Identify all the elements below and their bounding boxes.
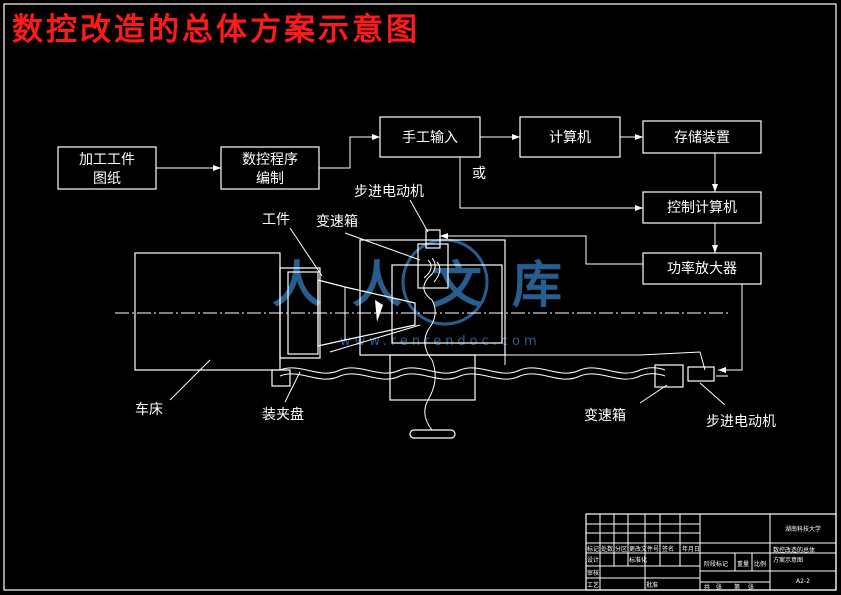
- lathe-drawing: [115, 199, 730, 439]
- or-label: 或: [472, 166, 486, 182]
- label-gearbox-bottom: 变速箱: [584, 408, 626, 424]
- stepper-top-shape: [425, 229, 441, 249]
- block-programming-line2: 编制: [256, 171, 284, 187]
- handwheel: [409, 429, 456, 439]
- leadscrew-break-line: [423, 257, 436, 431]
- tb-cell: 标记: [587, 545, 599, 553]
- block-drawing: 加工工件 图纸: [57, 146, 157, 190]
- tb-cell: 工艺: [587, 581, 599, 589]
- gearbox-bottom-shape: [654, 364, 684, 388]
- lathe-headstock: [134, 252, 281, 371]
- tb-cell: 审核: [587, 569, 599, 577]
- title-block: 湖南科技大学 数控改造的总体 方案示意图 A2-2 标记 处数 分区 更改文件号…: [585, 513, 837, 591]
- cutting-tool-icon: [375, 300, 383, 322]
- tb-cell: 更改文件号: [629, 545, 659, 553]
- drawing-frame: [3, 3, 837, 591]
- block-storage-label: 存储装置: [674, 130, 730, 146]
- page-title: 数控改造的总体方案示意图: [12, 12, 420, 48]
- block-drawing-line2: 图纸: [93, 171, 121, 187]
- tb-cell: 年月日: [682, 545, 700, 553]
- block-computer-label: 计算机: [549, 130, 591, 146]
- block-storage: 存储装置: [642, 120, 762, 154]
- block-programming: 数控程序 编制: [220, 146, 320, 190]
- tb-cell: 重量: [737, 560, 749, 568]
- tb-cell: 批准: [646, 581, 658, 589]
- stepper-bottom-shape: [687, 366, 715, 382]
- label-gearbox-top: 变速箱: [316, 214, 358, 230]
- tb-cell: 签名: [662, 545, 674, 553]
- tb-cell: 处数: [601, 545, 613, 553]
- tb-cell: 设计: [587, 556, 599, 564]
- block-power-amp: 功率放大器: [642, 252, 762, 285]
- block-manual-input-label: 手工输入: [402, 130, 458, 146]
- tb-cell: 阶段标记: [704, 560, 728, 568]
- label-lathe: 车床: [135, 401, 163, 418]
- block-manual-input: 手工输入: [379, 116, 481, 158]
- tb-cell: 共: [704, 583, 710, 591]
- block-computer: 计算机: [519, 116, 621, 158]
- tb-drawing-no: A2-2: [796, 578, 810, 585]
- tb-cell: 分区: [615, 545, 627, 553]
- tb-university: 湖南科技大学: [785, 525, 821, 533]
- tb-cell: 标准化: [629, 556, 647, 564]
- label-workpiece: 工件: [262, 212, 290, 228]
- tb-cell: 第: [734, 583, 740, 591]
- tb-drawing-name-2: 方案示意图: [773, 556, 803, 564]
- block-control-computer-label: 控制计算机: [667, 200, 737, 216]
- tb-drawing-name-1: 数控改造的总体: [773, 546, 815, 554]
- label-chuck: 装夹盘: [262, 406, 304, 423]
- tb-cell: 比例: [754, 560, 766, 568]
- label-stepper-bottom: 步进电动机: [706, 414, 776, 430]
- tb-cell: 张: [716, 583, 722, 591]
- gearbox-top-shape: [417, 243, 449, 289]
- block-programming-line1: 数控程序: [242, 152, 298, 168]
- leadscrew: [279, 367, 666, 374]
- label-stepper-top: 步进电动机: [354, 184, 424, 200]
- connectors: [156, 134, 743, 373]
- block-power-amp-label: 功率放大器: [667, 260, 737, 277]
- tb-cell: 张: [748, 583, 754, 591]
- watermark-url: www.renrendoc.com: [340, 334, 541, 349]
- block-control-computer: 控制计算机: [642, 191, 762, 224]
- block-drawing-line1: 加工工件: [79, 152, 135, 168]
